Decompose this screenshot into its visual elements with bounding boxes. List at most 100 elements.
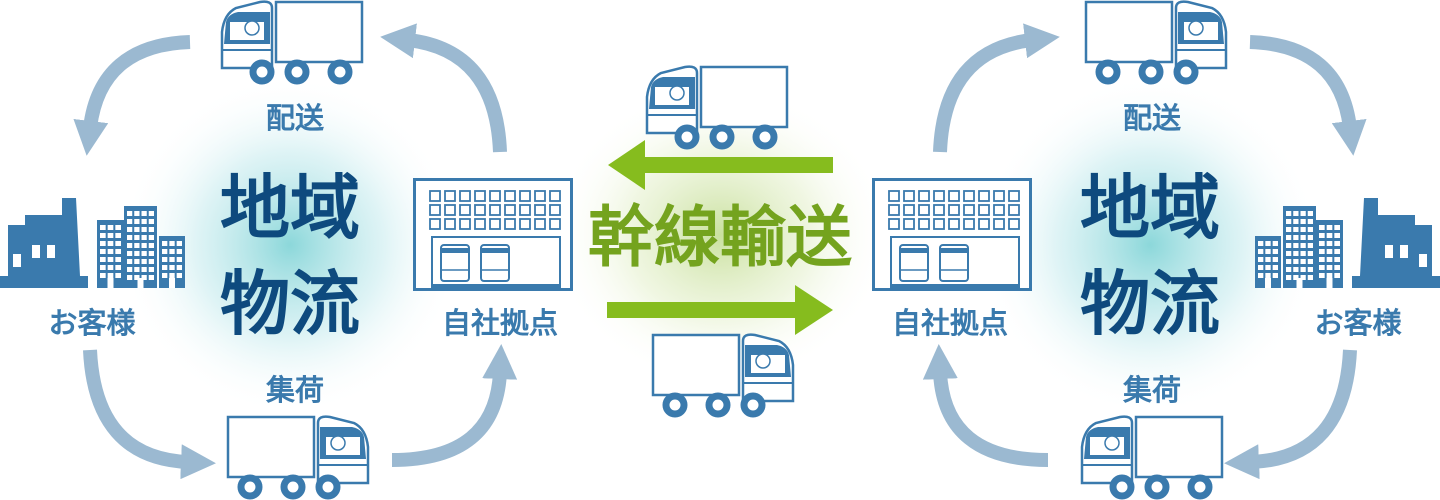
arrow-to-customer-right xyxy=(1249,35,1367,156)
depot-window xyxy=(978,218,990,230)
tower-window xyxy=(107,233,114,238)
depot-window xyxy=(474,218,486,230)
tower-window xyxy=(115,265,121,270)
tower-window xyxy=(176,265,182,270)
label-customer-left: お客様 xyxy=(48,306,136,340)
depot-truck-roof xyxy=(481,248,509,253)
depot-truck-icon xyxy=(440,244,470,282)
tower-window xyxy=(127,251,133,256)
arrow-to-depot-left xyxy=(391,344,518,467)
tower-window xyxy=(1326,273,1333,278)
tower-window xyxy=(162,257,168,262)
tower-window xyxy=(176,249,182,254)
tower-window xyxy=(1286,259,1292,264)
depot-window xyxy=(888,190,900,202)
tower-window xyxy=(1258,241,1264,246)
tower-window xyxy=(1319,233,1325,238)
tower-window xyxy=(1293,259,1299,264)
tower-window xyxy=(1286,275,1292,280)
factory-window xyxy=(1419,254,1427,267)
tower-window xyxy=(127,243,133,248)
tower-window xyxy=(1286,227,1292,232)
label-pickup-right: 集荷 xyxy=(1122,373,1181,407)
tower-window xyxy=(107,241,114,246)
depot-window xyxy=(978,190,990,202)
arrow-to-pickup-right xyxy=(1224,349,1357,480)
depot-window xyxy=(459,218,471,230)
label-trunk-transport: 幹線輸送 xyxy=(588,199,852,276)
depot-window xyxy=(948,190,960,202)
depot-window xyxy=(519,218,531,230)
tower-window xyxy=(1326,249,1333,254)
tower-window xyxy=(115,233,121,238)
tower-window xyxy=(176,257,182,262)
tower-window xyxy=(1293,219,1299,224)
depot-window xyxy=(1008,218,1020,230)
tower-window xyxy=(148,227,154,232)
tower-window xyxy=(1307,219,1313,224)
tower-window xyxy=(1258,273,1264,278)
tower-window xyxy=(1300,211,1306,216)
depot-window xyxy=(918,204,930,216)
tower-window xyxy=(169,265,175,270)
tower-window xyxy=(1319,273,1325,278)
arrow-to-delivery-right xyxy=(933,23,1060,153)
tower-window xyxy=(141,275,147,280)
arrow-to-pickup-left xyxy=(83,349,216,480)
tower-window xyxy=(1319,225,1325,230)
tower-window xyxy=(100,273,106,278)
tower-window xyxy=(134,211,140,216)
tower-window xyxy=(115,249,121,254)
arrow-to-depot-right xyxy=(922,344,1049,467)
tower-window xyxy=(1326,265,1333,270)
tower-door xyxy=(137,278,144,288)
tower-window xyxy=(176,241,182,246)
tower-door xyxy=(1265,278,1271,288)
label-customer-right: お客様 xyxy=(1314,306,1402,340)
depot-window xyxy=(429,204,441,216)
depot-window xyxy=(549,204,561,216)
depot-window xyxy=(888,204,900,216)
tower-window xyxy=(107,225,114,230)
tower-window xyxy=(148,259,154,264)
depot-window xyxy=(504,218,516,230)
tower-window xyxy=(1293,243,1299,248)
tower-window xyxy=(1300,267,1306,272)
depot-window xyxy=(933,218,945,230)
tower-window xyxy=(1300,251,1306,256)
tower-window xyxy=(148,235,154,240)
tower-window xyxy=(148,219,154,224)
depot-window xyxy=(444,190,456,202)
depot-window xyxy=(534,218,546,230)
tower-window xyxy=(1265,273,1271,278)
tower-window xyxy=(1334,241,1340,246)
depot-window xyxy=(918,218,930,230)
tower-window xyxy=(115,241,121,246)
tower-window xyxy=(1286,267,1292,272)
truck-icon-pickup-right xyxy=(1082,417,1222,496)
trunk-arrow-right-icon xyxy=(607,285,833,335)
tower-window xyxy=(1319,257,1325,262)
region-glow-right xyxy=(980,75,1320,415)
tower-window xyxy=(1334,273,1340,278)
label-delivery-left: 配送 xyxy=(266,101,324,135)
tower-window xyxy=(1258,265,1264,270)
depot-window xyxy=(963,204,975,216)
customer-buildings-left-icon xyxy=(0,198,185,288)
depot-window xyxy=(429,190,441,202)
tower-window xyxy=(141,251,147,256)
tower-window xyxy=(100,265,106,270)
tower-window xyxy=(1326,233,1333,238)
tower-window xyxy=(148,243,154,248)
tower-window xyxy=(1293,275,1299,280)
tower-window xyxy=(1307,275,1313,280)
tower-window xyxy=(169,273,175,278)
factory-window xyxy=(47,245,55,258)
tower-window xyxy=(169,241,175,246)
tower-window xyxy=(1307,227,1313,232)
tower-window xyxy=(134,267,140,272)
tower-window xyxy=(1334,249,1340,254)
depot-window xyxy=(534,190,546,202)
tower-window xyxy=(134,275,140,280)
tower-window xyxy=(148,251,154,256)
